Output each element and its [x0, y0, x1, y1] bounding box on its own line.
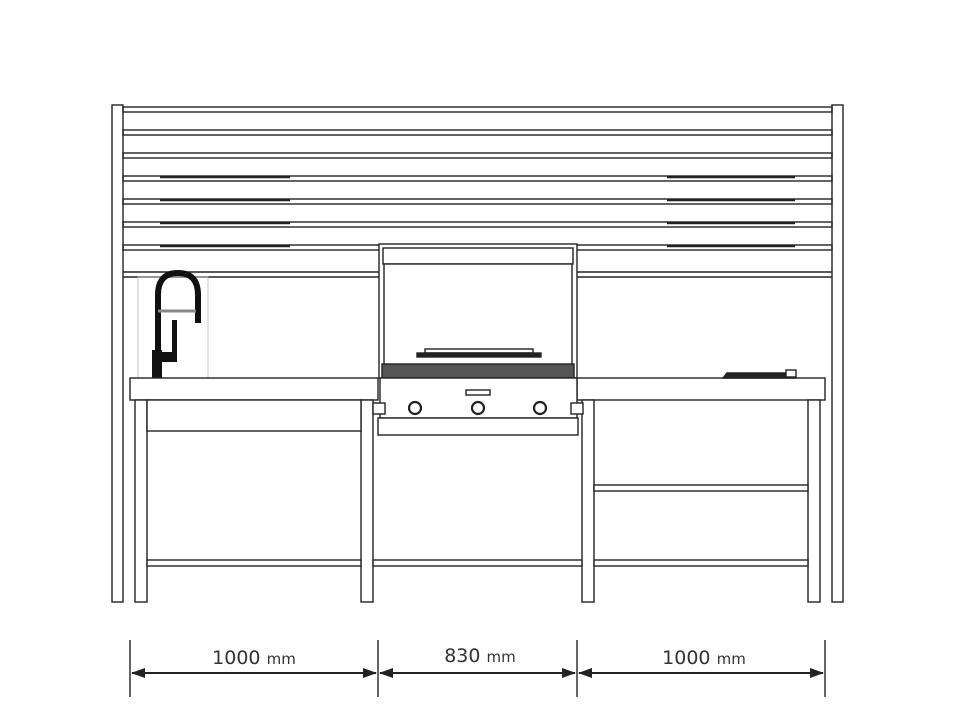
grill-knob-icon[interactable] — [532, 400, 548, 416]
slat — [122, 198, 833, 205]
slat — [122, 221, 833, 228]
dimension-center: 830 mm — [444, 645, 516, 667]
screen-slats — [122, 106, 833, 251]
center-bottom-rail — [372, 559, 583, 567]
faucet-icon — [137, 269, 209, 379]
right-cabinet-frame — [581, 399, 821, 603]
cooktop — [721, 369, 797, 379]
grill-knob-icon[interactable] — [407, 400, 423, 416]
slat — [122, 152, 833, 159]
left-countertop — [129, 377, 379, 401]
left-cabinet-frame — [134, 399, 374, 603]
dimension-right: 1000 mm — [662, 647, 746, 669]
dimension-lines — [129, 640, 826, 697]
left-post — [111, 104, 124, 603]
slat — [122, 106, 833, 113]
slat — [122, 175, 833, 182]
dimension-left: 1000 mm — [212, 647, 296, 669]
grill-knob-icon[interactable] — [470, 400, 486, 416]
right-post — [831, 104, 844, 603]
grill — [372, 243, 584, 436]
right-countertop — [576, 377, 826, 401]
slat — [122, 129, 833, 136]
